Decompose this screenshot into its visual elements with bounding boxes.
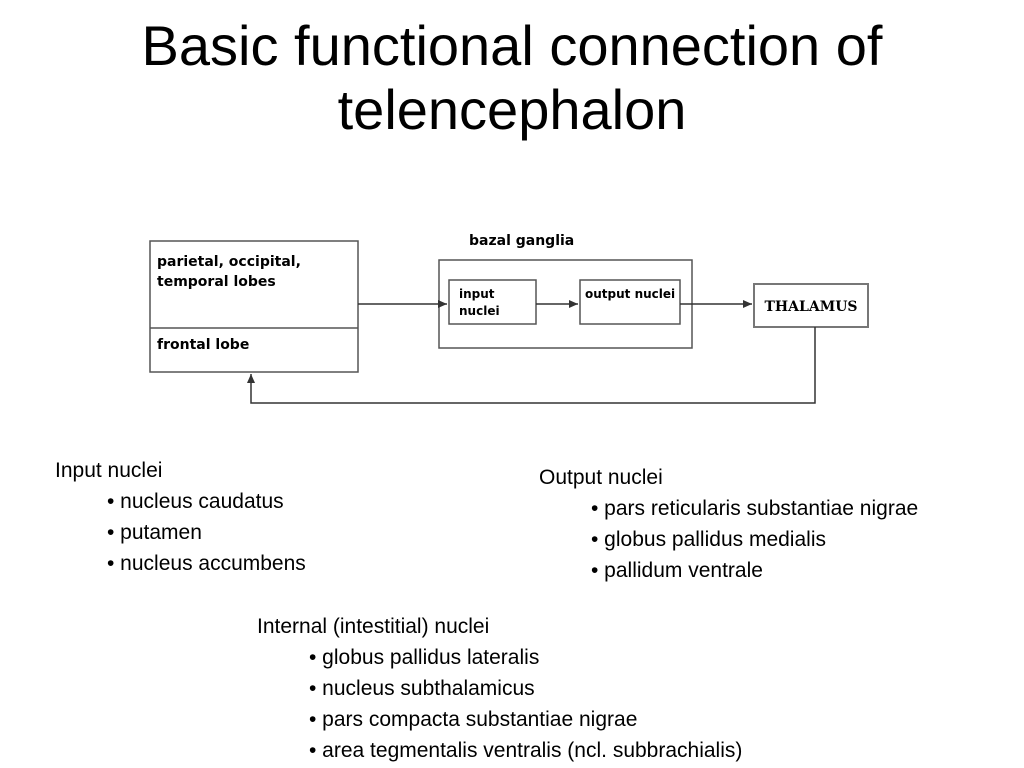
input-nuclei-heading: Input nuclei xyxy=(55,459,163,482)
list-item: • nucleus subthalamicus xyxy=(309,677,535,700)
input-nuclei-list: Input nuclei • nucleus caudatus • putame… xyxy=(55,455,306,579)
slide-title: Basic functional connection of telenceph… xyxy=(0,14,1024,142)
output-nuclei-box xyxy=(579,279,681,325)
list-item: • area tegmentalis ventralis (ncl. subbr… xyxy=(309,739,743,762)
output-nuclei-label: output nuclei xyxy=(585,287,675,301)
thalamus-box xyxy=(753,283,869,328)
list-item: • pars compacta substantiae nigrae xyxy=(309,708,638,731)
list-item: • globus pallidus medialis xyxy=(591,528,826,551)
list-item: • pars reticularis substantiae nigrae xyxy=(591,497,919,520)
output-nuclei-heading: Output nuclei xyxy=(539,466,663,489)
list-item: • globus pallidus lateralis xyxy=(309,646,540,669)
basal-ganglia-label: bazal ganglia xyxy=(469,233,574,249)
thalamus-label: THALAMUS xyxy=(764,299,857,315)
internal-nuclei-heading: Internal (intestitial) nuclei xyxy=(257,615,490,638)
slide-title-line-2: telencephalon xyxy=(337,78,687,141)
input-nuclei-box xyxy=(448,279,537,325)
list-item: • nucleus caudatus xyxy=(107,490,284,513)
cortex-top-label-line-2: temporal lobes xyxy=(157,274,276,290)
internal-nuclei-list: Internal (intestitial) nuclei • globus p… xyxy=(257,611,742,766)
list-item: • putamen xyxy=(107,521,202,544)
cortex-top-label-line-1: parietal, occipital, xyxy=(157,254,301,270)
list-item: • nucleus accumbens xyxy=(107,552,306,575)
input-nuclei-label-line-2: nuclei xyxy=(459,304,500,318)
cortex-box xyxy=(149,240,359,373)
input-nuclei-label-line-1: input xyxy=(459,287,495,301)
arrow-thalamus-to-frontal-lobe xyxy=(247,327,816,404)
slide-title-line-1: Basic functional connection of xyxy=(141,14,883,77)
cortex-bottom-label: frontal lobe xyxy=(157,337,249,353)
output-nuclei-list: Output nuclei • pars reticularis substan… xyxy=(539,462,918,586)
list-item: • pallidum ventrale xyxy=(591,559,763,582)
